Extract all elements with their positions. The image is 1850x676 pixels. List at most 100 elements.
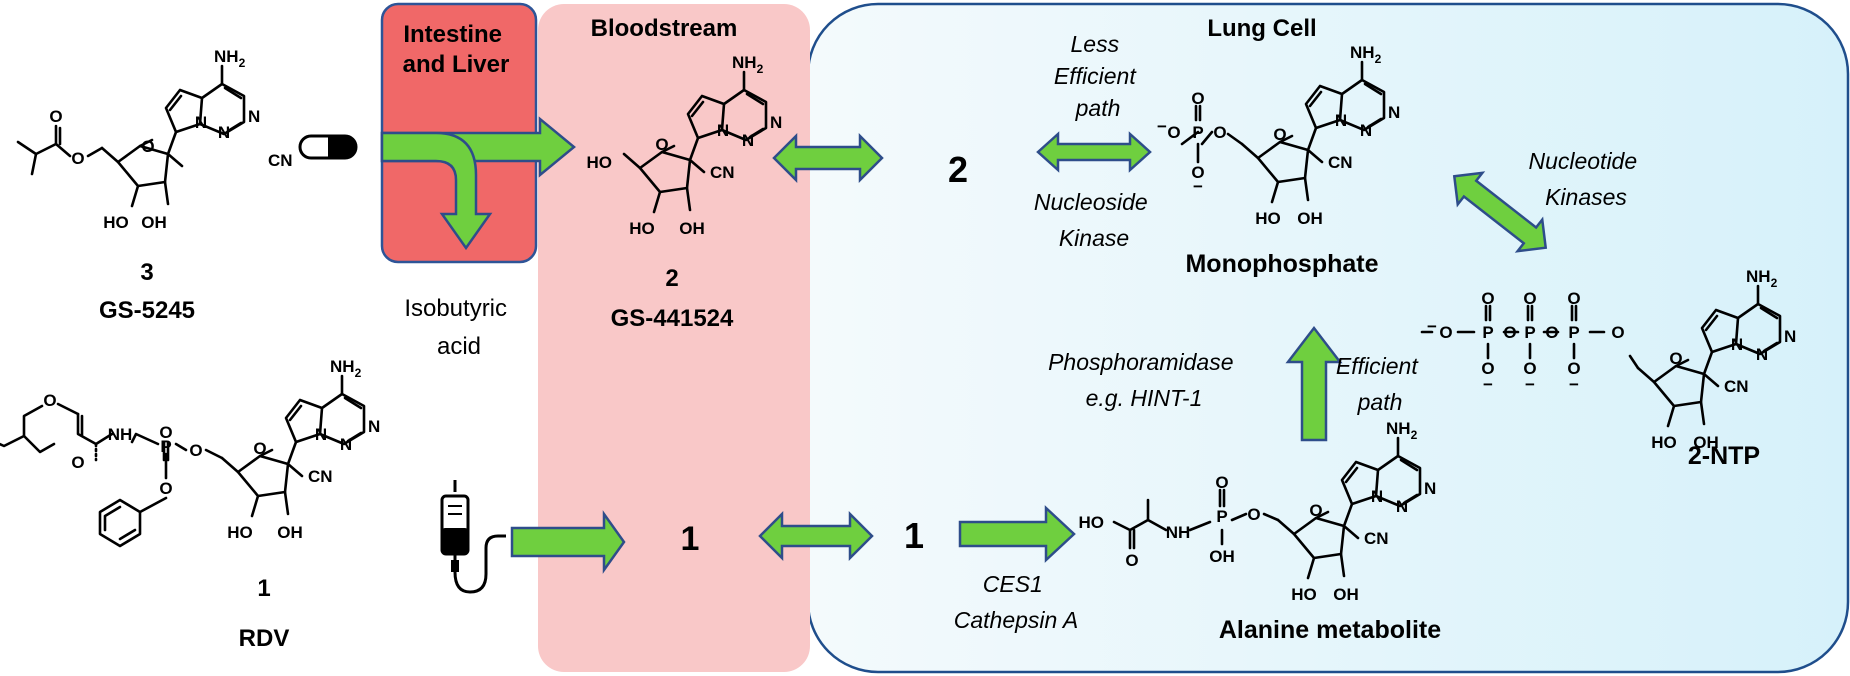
atom-n: N <box>1335 111 1347 130</box>
atom-o: O <box>1191 163 1204 182</box>
ntp-structure: O P O O − O P O O − O P O O − O − O CN H… <box>1420 267 1796 452</box>
atom-minus: − <box>1157 117 1167 136</box>
iv-infusion-arrow <box>510 510 626 574</box>
atom-minus: − <box>1569 375 1579 394</box>
parent-transport-arrow <box>772 132 884 184</box>
efficient-path-line1: Efficient <box>1336 353 1419 379</box>
nucleotide-kinases-line2: Kinases <box>1545 184 1627 210</box>
atom-nh2: NH2 <box>1746 267 1778 290</box>
atom-cn: CN <box>1328 153 1353 172</box>
efficient-path-line2: path <box>1357 389 1403 415</box>
parent-name: GS-441524 <box>611 305 734 332</box>
atom-o: O <box>655 135 668 154</box>
atom-nh: NH <box>1166 523 1191 542</box>
bloodstream-region <box>538 4 810 672</box>
lung-parent-label: 2 <box>948 149 968 190</box>
atom-minus: − <box>1483 375 1493 394</box>
atom-n: N <box>1371 487 1383 506</box>
atom-p: P <box>1192 123 1203 142</box>
atom-o: O <box>1567 359 1580 378</box>
isobutyric-line2: acid <box>437 333 481 360</box>
atom-p: P <box>1216 507 1227 526</box>
atom-o: O <box>1545 323 1558 342</box>
intestine-title-line2: and Liver <box>403 51 510 78</box>
atom-cn: CN <box>308 467 333 486</box>
parent-number: 2 <box>665 265 678 292</box>
atom-n: N <box>248 107 260 126</box>
atom-nh2: NH2 <box>732 53 764 76</box>
atom-o: O <box>1309 501 1322 520</box>
less-efficient-line3: path <box>1075 95 1121 121</box>
atom-o: O <box>159 479 172 498</box>
atom-oh: OH <box>277 523 303 542</box>
less-efficient-label: Less Efficient path <box>1054 31 1142 121</box>
atom-n: N <box>1388 103 1400 122</box>
atom-n: N <box>218 123 230 142</box>
atom-minus: − <box>1427 317 1437 336</box>
nucleoside-kinase-arrow <box>1036 131 1152 173</box>
atom-o: O <box>1669 349 1682 368</box>
gs5245-name: GS-5245 <box>99 297 195 324</box>
intestine-title-line1: Intestine <box>403 21 502 48</box>
atom-p: P <box>1482 323 1493 342</box>
lung-rdv-label: 1 <box>904 515 924 556</box>
atom-n: N <box>770 113 782 132</box>
intestine-title: Intestine and Liver <box>403 21 510 78</box>
gs5245-number: 3 <box>140 259 153 286</box>
atom-o: O <box>1523 359 1536 378</box>
isobutyric-acid-label: Isobutyric acid <box>404 295 513 360</box>
atom-nh2: NH2 <box>330 357 362 380</box>
rdv-structure: O P O O NH O O O CN HO OH N N N NH2 <box>0 357 380 548</box>
bloodstream-title: Bloodstream <box>591 15 738 42</box>
atom-ho: HO <box>587 153 613 172</box>
atom-o: O <box>1523 289 1536 308</box>
ntp-label: 2-NTP <box>1688 442 1760 470</box>
phosphoramidase-line1: Phosphoramidase <box>1048 349 1233 375</box>
atom-ho: HO <box>1255 209 1281 228</box>
atom-nh2: NH2 <box>1386 419 1418 442</box>
atom-nh: NH <box>108 425 133 444</box>
alanine-metabolite-structure: O P O OH NH O HO O CN HO OH N N N NH2 <box>1079 419 1437 604</box>
atom-n: N <box>1396 497 1408 516</box>
atom-nh2: NH2 <box>1350 43 1382 66</box>
atom-ho: HO <box>1291 585 1317 604</box>
nucleotide-kinases-label: Nucleotide Kinases <box>1528 148 1643 210</box>
rdv-name: RDV <box>239 625 290 652</box>
atom-o: O <box>71 453 84 472</box>
blood-rdv-label: 1 <box>681 520 700 558</box>
atom-o: O <box>1273 125 1286 144</box>
atom-oh: OH <box>1209 547 1235 566</box>
atom-n: N <box>315 425 327 444</box>
atom-o: O <box>1215 473 1228 492</box>
atom-nh2: NH2 <box>214 47 246 70</box>
atom-n: N <box>717 121 729 140</box>
monophosphate-label: Monophosphate <box>1185 250 1378 278</box>
atom-o: O <box>1439 323 1452 342</box>
nucleoside-kinase-label: Nucleoside Kinase <box>1034 189 1154 251</box>
ces1-line1: CES1 <box>983 571 1043 597</box>
atom-o: O <box>49 107 62 126</box>
atom-n: N <box>1731 335 1743 354</box>
atom-o: O <box>159 423 172 442</box>
atom-n: N <box>1784 327 1796 346</box>
nucleoside-kinase-line2: Kinase <box>1059 225 1129 251</box>
alanine-metabolite-label: Alanine metabolite <box>1219 616 1441 644</box>
ces1-arrow <box>958 505 1076 563</box>
atom-oh: OH <box>1693 433 1719 452</box>
isobutyric-line1: Isobutyric <box>404 295 507 322</box>
atom-cn: CN <box>1724 377 1749 396</box>
metabolism-down-arrow <box>380 131 493 251</box>
atom-o: O <box>253 439 266 458</box>
phosphoramidase-line2: e.g. HINT-1 <box>1086 385 1203 411</box>
atom-o: O <box>189 441 202 460</box>
ces1-label: CES1 Cathepsin A <box>954 571 1078 633</box>
gs5245-structure: O O O CN HO OH N N N NH2 <box>16 47 293 232</box>
less-efficient-line1: Less <box>1071 31 1120 57</box>
rdv-number: 1 <box>257 575 270 602</box>
atom-n: N <box>195 113 207 132</box>
atom-cn: CN <box>268 151 293 170</box>
atom-minus: − <box>1525 375 1535 394</box>
efficient-path-arrow <box>1285 325 1343 442</box>
atom-o: O <box>1213 123 1226 142</box>
rdv-transport-arrow <box>758 510 874 562</box>
